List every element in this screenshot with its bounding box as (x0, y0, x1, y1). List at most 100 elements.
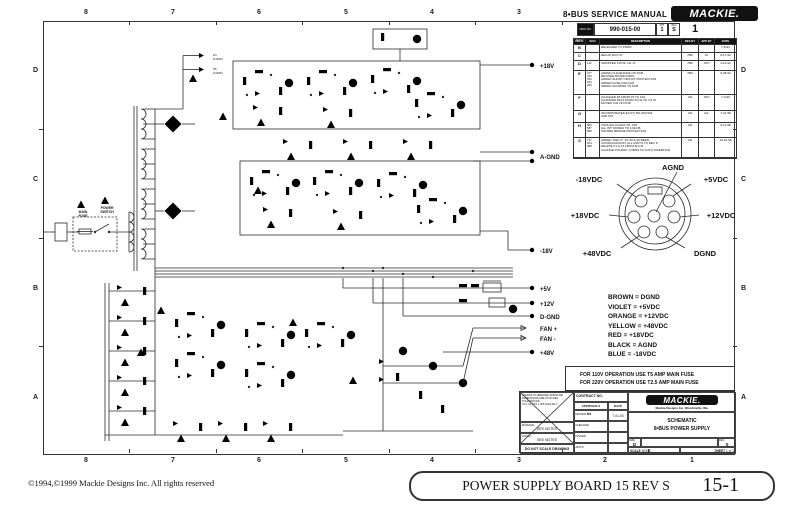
eco-cell (586, 95, 600, 111)
grid-col-top: 8 (84, 9, 88, 16)
issued-cell: ISSUED (574, 432, 608, 443)
contract-cell: CONTRACT NO. (574, 392, 628, 402)
grid-row-left: B (33, 285, 39, 292)
power-switch-label-2: SWITCH (100, 210, 114, 214)
dwg-no-label: DWG NO. (577, 23, 594, 36)
desby-cell: AR (682, 138, 699, 158)
drawn-date: 7-01-93 (608, 410, 628, 421)
appby-cell: ES (699, 111, 715, 123)
legend-line: BROWN = DGND (608, 294, 660, 301)
company-name: Mackie Designs Inc. Woodinville, Wa. (655, 406, 709, 410)
grid-col-top: 7 (171, 9, 175, 16)
part-number: 990-015-00 (594, 23, 656, 36)
date-cell: 8-17-93 (715, 53, 736, 61)
size-label: SIZE (629, 439, 635, 442)
sheet-value: 1 of 1 (726, 449, 734, 453)
legend-line: BLUE = -18VDC (608, 351, 657, 358)
title-block: UNLESS OTHERWISE SPECIFIED DIMENSIONS AR… (519, 391, 736, 454)
grid-col-bottom: 3 (517, 457, 521, 464)
revision-row: G INCORPORATED ECO'S 591,593,594 AND 607… (574, 111, 736, 123)
output-label: +48V (540, 351, 554, 357)
material-cell: MATERIAL: SEE NOTES (520, 422, 574, 433)
finish-label: FINISH: (522, 435, 532, 438)
board-title-pill: POWER SUPPLY BOARD 15 REV S 15-1 (409, 471, 775, 501)
appd-date (608, 443, 628, 454)
revblock-value: S (725, 442, 729, 447)
date-cell: 10-16-98 (715, 138, 736, 158)
desby-cell: TBA (682, 53, 699, 61)
mackie-logo: MACKIE. (671, 6, 758, 21)
scale-label: SCALE (630, 449, 641, 453)
date-cell: 4-12-94 (715, 61, 736, 71)
desc-cell: ADDED "REV S" TO SILK SCREEN CONSOLIDATI… (600, 138, 682, 158)
manual-title: 8•BUS SERVICE MANUAL (563, 10, 668, 19)
grid-col-bottom: 4 (430, 457, 434, 464)
grid-col-bottom: 6 (257, 457, 261, 464)
grid-col-top: 5 (344, 9, 348, 16)
sht-value: 1 (660, 27, 664, 33)
sheet-cell: SHT 1 (656, 23, 668, 36)
desby-cell: TBA (682, 61, 699, 71)
grid-row-right: A (741, 394, 747, 401)
grid-row-right: B (741, 285, 747, 292)
rev-cell: C (574, 53, 586, 61)
appby-cell (699, 71, 715, 95)
drawn-cell: DRAWN trs (574, 410, 608, 421)
desc-cell: INCORPORATED ECO'S 591,593,594 AND 607. (600, 111, 682, 123)
desby-cell (682, 45, 699, 53)
page-number: 15-1 (702, 474, 739, 496)
output-label: D-GND (540, 315, 560, 321)
sht-label: SHT (659, 24, 665, 27)
no-scale-cell: DO NOT SCALE DRAWING (520, 444, 574, 454)
eco-cell (586, 111, 600, 123)
doc-title: 8•BUS POWER SUPPLY (653, 426, 711, 432)
desby-cell: AR (682, 123, 699, 138)
pin-label-agnd: AGND (662, 163, 685, 172)
issued-date (608, 432, 628, 443)
pin-label-pos48: +48VDC (583, 249, 612, 258)
approvals-header: APPROVALS (574, 402, 608, 410)
desc-col-header: DESCRIPTION (600, 39, 682, 45)
desby-col-header: DES BY (682, 39, 699, 45)
rev-label: REV (671, 24, 677, 27)
grid-col-bottom: 1 (690, 457, 694, 464)
grid-col-bottom: 2 (603, 457, 607, 464)
date-header: DATE (608, 402, 628, 410)
grid-row-right: C (741, 176, 747, 183)
pin-label-neg18: -18VDC (576, 175, 603, 184)
eco-cell (586, 45, 600, 53)
desby-cell: AR (682, 95, 699, 111)
desby-cell: TBA (682, 71, 699, 95)
doc-type: SCHEMATIC (667, 418, 697, 424)
checked-cell: CHECKED (574, 421, 608, 432)
pin-label-dgnd: DGND (694, 249, 717, 258)
size-cell: SIZE D (628, 438, 641, 447)
grid-col-top: 6 (257, 9, 261, 16)
material-label: MATERIAL: (522, 424, 536, 427)
scale-cell: SCALE NONE (628, 447, 680, 454)
grid-col-bottom: 8 (84, 457, 88, 464)
desc-cell: SWAPPED J10 W/ J11 J7. (600, 61, 682, 71)
drawn-label: DRAWN (575, 411, 586, 416)
date-cell: 7-8-93 (715, 45, 736, 53)
appd-cell: APP'D (574, 443, 608, 454)
appby-cell: JOO (699, 61, 715, 71)
output-label: +5V (540, 287, 551, 293)
d4-ref: D4 (213, 53, 217, 57)
rev-value: S (672, 27, 676, 33)
revision-row: E 157 249 250 264 265 ADDED CLEARANCE ON… (574, 71, 736, 95)
power-switch-label-1: POWER (101, 206, 114, 210)
rev-cell: F (574, 95, 586, 111)
revblock-cell: REV S (718, 438, 736, 447)
grid-col-top: 3 (517, 9, 521, 16)
grid-col-bottom: 7 (171, 457, 175, 464)
legend-line: BLACK = AGND (608, 341, 658, 349)
copyright-notice: ©1994,©1999 Mackie Designs Inc. All righ… (28, 478, 215, 488)
logo-cell: MACKIE. Mackie Designs Inc. Woodinville,… (628, 392, 736, 412)
rev-col-header: REV (574, 39, 586, 45)
board-title: POWER SUPPLY BOARD 15 REV S (462, 478, 670, 493)
revision-row: B RELEASED TO PROD. 7-8-93 (574, 45, 736, 53)
output-label: FAN + (540, 327, 558, 333)
date-cell: 9-12-98 (715, 123, 736, 138)
